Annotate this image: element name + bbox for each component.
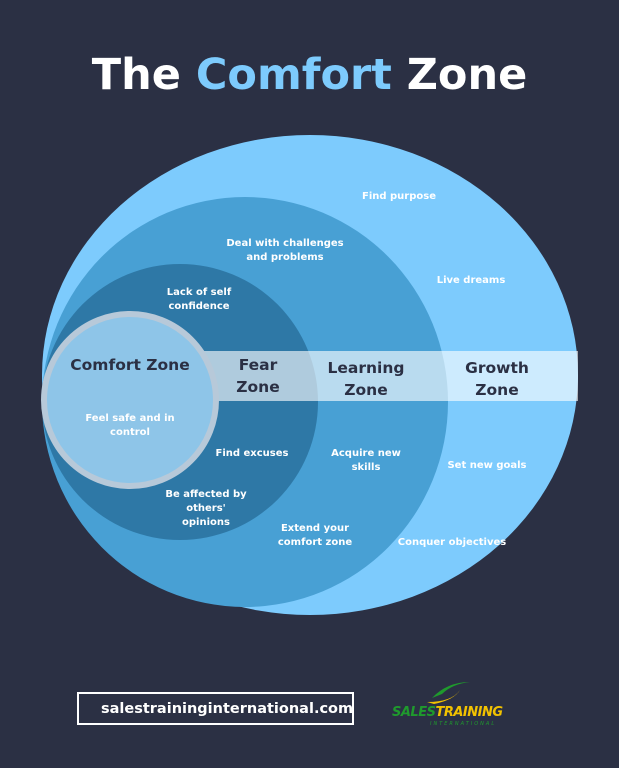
sales-training-logo: SALESTRAINING INTERNATIONAL bbox=[392, 676, 503, 732]
note-extend-comfort: Extend your comfort zone bbox=[277, 523, 353, 548]
note-live-dreams: Live dreams bbox=[436, 275, 506, 286]
note-set-goals: Set new goals bbox=[447, 460, 527, 471]
note-acquire-skills: Acquire new skills bbox=[331, 448, 401, 473]
note-affected-opinions: Be affected by others' opinions bbox=[165, 489, 247, 528]
comfort-zone-circle bbox=[41, 311, 219, 489]
note-challenges: Deal with challenges and problems bbox=[226, 238, 344, 263]
note-feel-safe: Feel safe and in control bbox=[85, 413, 175, 438]
zone-label-band bbox=[200, 351, 578, 401]
website-link[interactable]: salestraininginternational.com bbox=[77, 692, 354, 725]
note-find-excuses: Find excuses bbox=[215, 448, 289, 459]
zone-label-fear: Fear Zone bbox=[236, 356, 280, 396]
zone-label-learning: Learning Zone bbox=[327, 359, 405, 399]
logo-swoosh-icon bbox=[427, 682, 470, 704]
note-lack-confidence: Lack of self confidence bbox=[166, 287, 232, 312]
page-title: The Comfort Zone bbox=[91, 50, 528, 100]
website-url: salestraininginternational.com bbox=[101, 700, 354, 717]
note-find-purpose: Find purpose bbox=[362, 191, 436, 202]
zone-label-growth: Growth Zone bbox=[465, 359, 529, 399]
zone-label-comfort: Comfort Zone bbox=[70, 356, 190, 374]
note-conquer-objectives: Conquer objectives bbox=[397, 537, 507, 548]
